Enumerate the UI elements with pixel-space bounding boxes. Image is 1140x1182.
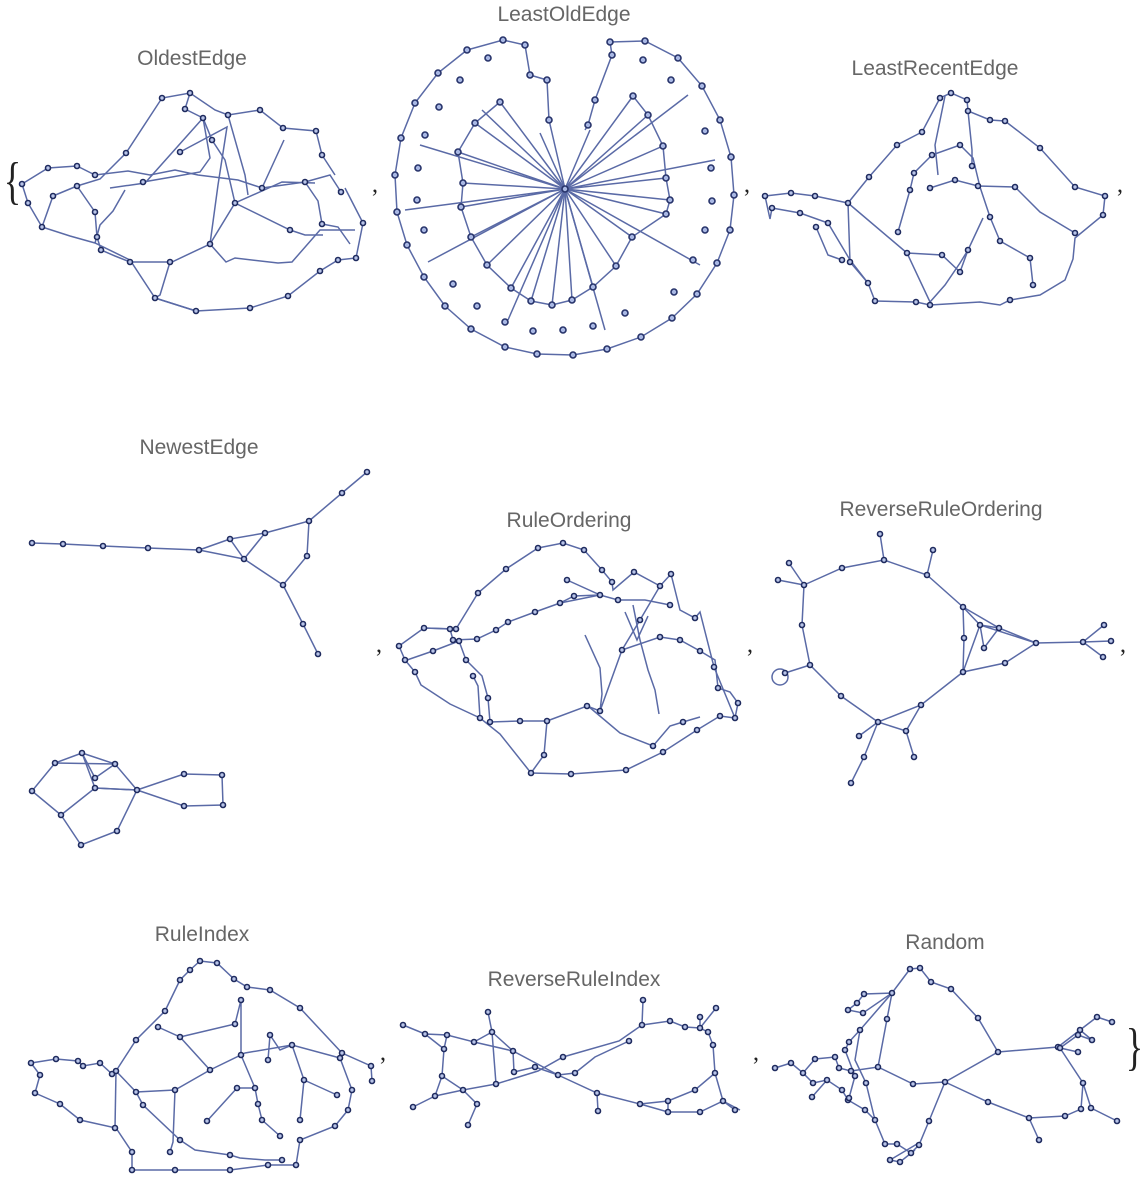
- graph-vertices: [771, 964, 1121, 1166]
- graph-title: Random: [905, 931, 985, 954]
- separator: ,: [380, 1040, 386, 1066]
- graph-title: ReverseRuleIndex: [487, 968, 661, 991]
- graph-title: ReverseRuleOrdering: [839, 498, 1043, 521]
- graph-edges: [774, 967, 1118, 1163]
- list-close-brace: }: [1126, 1022, 1140, 1074]
- separator: ,: [747, 632, 753, 658]
- list-open-brace: {: [3, 153, 22, 210]
- graph-spokes: [404, 94, 716, 331]
- graph-vertices: [399, 996, 739, 1129]
- graph-vertices: [771, 530, 1115, 787]
- separator: ,: [1120, 632, 1126, 658]
- separator: ,: [744, 172, 750, 198]
- graph-edges: [764, 92, 1106, 306]
- separator: ,: [753, 1040, 759, 1066]
- graph-title: RuleOrdering: [506, 509, 632, 532]
- graph-vertices: [761, 89, 1109, 309]
- graph-vertices: [27, 957, 376, 1174]
- graph-vertices: [395, 539, 742, 778]
- graph-vertices: [28, 468, 371, 849]
- separator: ,: [376, 632, 382, 658]
- graph-title: NewestEdge: [139, 436, 259, 459]
- graph-title: LeastRecentEdge: [851, 57, 1019, 80]
- graph-title: OldestEdge: [137, 47, 247, 70]
- separator: ,: [372, 172, 378, 198]
- graph-vertices: [18, 89, 367, 315]
- graph-vertices: [391, 36, 738, 359]
- graph-title: LeastOldEdge: [497, 3, 631, 26]
- graph-title: RuleIndex: [154, 923, 250, 946]
- separator: ,: [1117, 172, 1123, 198]
